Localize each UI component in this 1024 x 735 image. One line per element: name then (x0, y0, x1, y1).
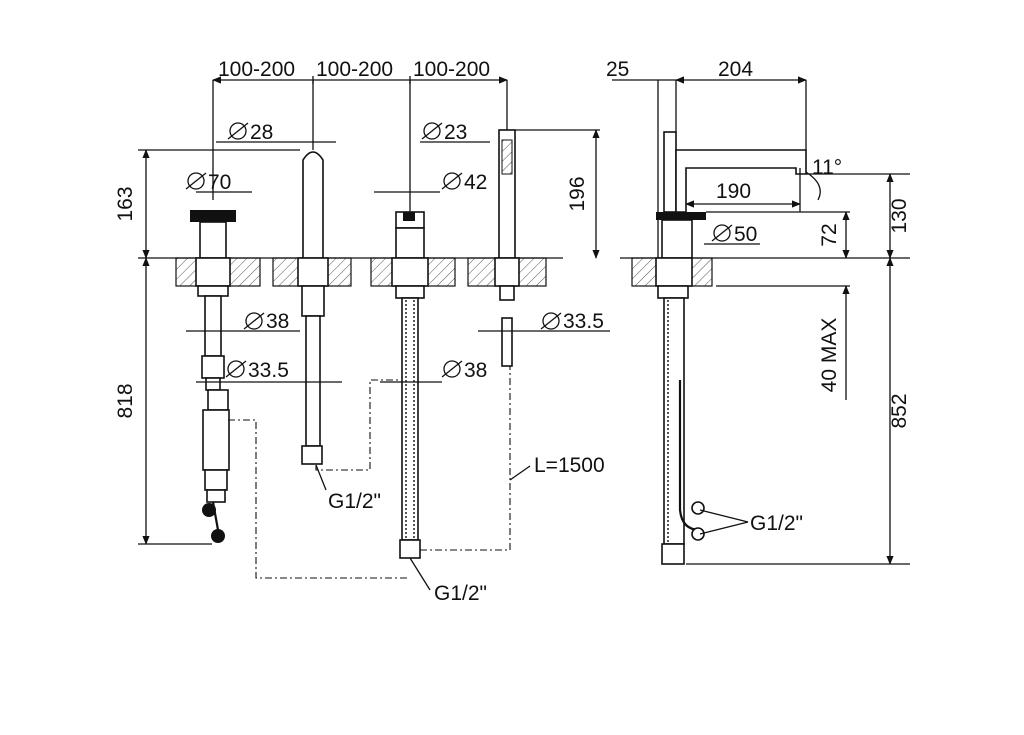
dim-h72: 72 (818, 223, 841, 246)
hose-length-label: L=1500 (534, 454, 605, 477)
dim-d28: 28 (250, 121, 273, 144)
dim-w204: 204 (718, 58, 753, 81)
dim-d70: 70 (208, 171, 231, 194)
dim-d23: 23 (444, 121, 467, 144)
thread-label-center: G1/2" (434, 582, 487, 605)
hand-shower (494, 80, 520, 367)
thread-label-right: G1/2" (750, 512, 803, 535)
deck-slabs (175, 257, 713, 287)
diverter (391, 80, 429, 559)
dim-h40max: 40 MAX (818, 318, 841, 393)
dim-w190: 190 (716, 180, 751, 203)
thread-label-left: G1/2" (328, 490, 381, 513)
dim-spacing-3: 100-200 (413, 58, 490, 81)
dim-d50: 50 (734, 223, 757, 246)
spout (297, 80, 329, 465)
dim-d38-left: 38 (266, 310, 289, 333)
dim-spacing-2: 100-200 (316, 58, 393, 81)
left-mixer-valve (190, 80, 236, 543)
dim-h163: 163 (114, 186, 137, 221)
dim-h818: 818 (114, 383, 137, 418)
hose-routes (228, 366, 511, 579)
dim-h196: 196 (566, 176, 589, 211)
dim-d33-5-left: 33.5 (248, 359, 289, 382)
dim-d33-5-right: 33.5 (563, 310, 604, 333)
dimension-labels: 100-200 100-200 100-200 28 70 23 42 38 3… (114, 58, 911, 605)
dimension-lines (138, 76, 910, 565)
dim-d42: 42 (464, 171, 487, 194)
diameter-symbols (185, 122, 733, 378)
dim-d38-mid: 38 (464, 359, 487, 382)
dim-w25: 25 (606, 58, 629, 81)
side-view (655, 80, 807, 565)
dim-h130: 130 (888, 198, 911, 233)
dim-spacing-1: 100-200 (218, 58, 295, 81)
thread-leaders (315, 464, 749, 591)
dim-h852: 852 (888, 393, 911, 428)
dim-angle: 11° (812, 156, 842, 179)
